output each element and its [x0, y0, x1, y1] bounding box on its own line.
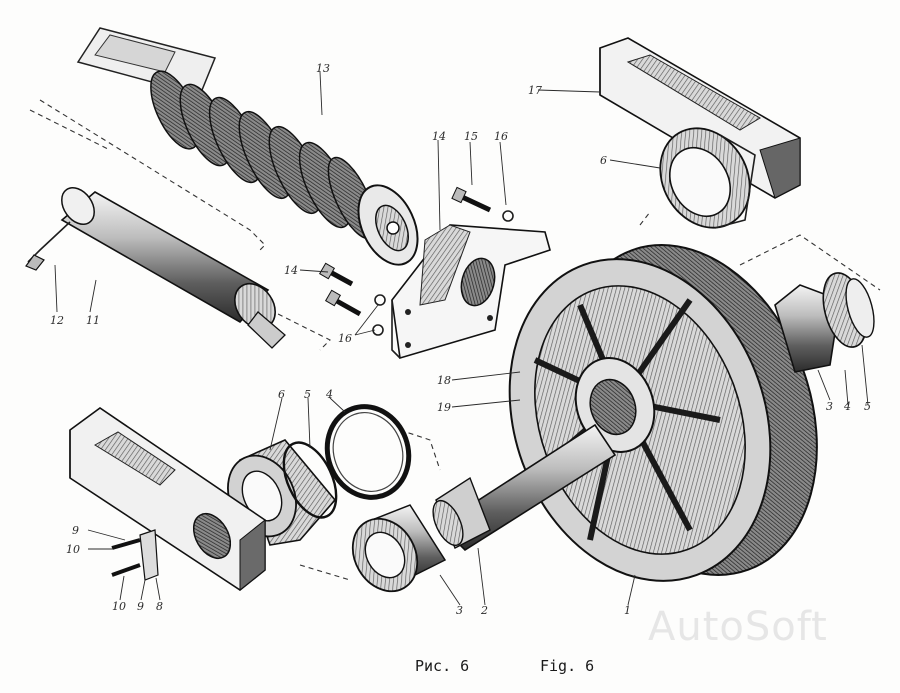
label-5-right: 5 [864, 400, 871, 413]
small-fasteners [111, 529, 159, 581]
label-14: 14 [284, 264, 298, 277]
label-16: 16 [338, 332, 352, 345]
label-9-bottom: 9 [137, 600, 144, 613]
caption-russian: Рис. 6 [415, 657, 469, 675]
label-4-right: 4 [843, 400, 851, 413]
label-18: 18 [437, 374, 451, 387]
label-12: 12 [50, 314, 64, 327]
assembly-guide-lines [29, 99, 881, 581]
idler-wheel-1 [508, 244, 818, 582]
caption-english: Fig. 6 [540, 657, 594, 675]
label-10: 10 [66, 543, 80, 556]
shaft-2 [432, 423, 617, 552]
label-11: 11 [86, 314, 100, 327]
cylinder-11 [25, 187, 286, 349]
leader-lines [54, 71, 869, 606]
label-1: 1 [624, 604, 631, 617]
label-16-top: 16 [494, 130, 508, 143]
label-6-upper: 6 [600, 154, 607, 167]
label-10-bottom: 10 [112, 600, 126, 613]
label-19: 19 [437, 401, 451, 414]
label-6-lower: 6 [278, 388, 285, 401]
label-17: 17 [528, 84, 542, 97]
label-15: 15 [464, 130, 478, 143]
label-5: 5 [304, 388, 311, 401]
bushing-3 [351, 504, 447, 593]
label-3-right: 3 [826, 400, 833, 413]
spring-assembly-13 [76, 27, 419, 266]
label-9: 9 [72, 524, 79, 537]
label-13: 13 [316, 62, 330, 75]
label-14-top: 14 [432, 130, 446, 143]
o-ring-4 [324, 404, 412, 500]
label-4: 4 [325, 388, 333, 401]
part-labels: 13 14 15 16 17 6 14 16 12 11 18 19 3 4 5… [50, 62, 871, 617]
slide-plate-17 [599, 37, 801, 199]
label-8: 8 [156, 600, 163, 613]
bolts-and-washers [318, 186, 514, 336]
label-3: 3 [456, 604, 463, 617]
slide-plate-lower [69, 407, 266, 592]
label-2: 2 [480, 604, 488, 617]
watermark: AutoSoft [648, 604, 828, 650]
bracket-housing-14 [391, 224, 551, 360]
bearing-6-upper [659, 127, 756, 229]
hub-assembly-right [774, 272, 875, 373]
